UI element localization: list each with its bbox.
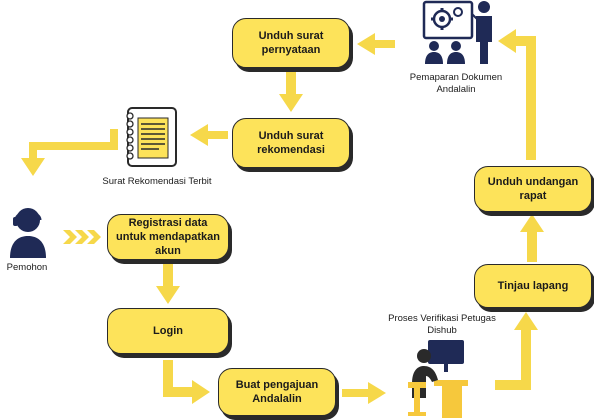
arrow-pemaparan-to-pernyataan xyxy=(357,33,395,55)
step-registrasi: Registrasi data untuk mendapatkan akun xyxy=(107,214,229,260)
document-icon xyxy=(126,107,177,167)
step-buat-pengajuan: Buat pengajuan Andalalin xyxy=(218,368,336,416)
arrow-tinjau-to-undangan xyxy=(520,214,544,262)
arrow-surat-to-pemohon xyxy=(21,129,118,176)
arrow-undangan-to-pemaparan xyxy=(498,29,536,160)
label-proses-verifikasi: Proses Verifikasi Petugas Dishub xyxy=(388,313,496,336)
chevrons-icon xyxy=(63,230,101,244)
worker-computer-icon xyxy=(408,340,468,418)
arrow-login-to-pengajuan xyxy=(163,360,210,404)
arrow-pernyataan-to-rekomendasi xyxy=(279,72,303,112)
step-tinjau-lapang: Tinjau lapang xyxy=(474,264,592,308)
arrow-registrasi-to-login xyxy=(156,262,180,304)
step-login: Login xyxy=(107,308,229,354)
step-unduh-surat-rekomendasi: Unduh surat rekomendasi xyxy=(232,118,350,168)
label-surat-rekomendasi-terbit: Surat Rekomendasi Terbit xyxy=(102,176,212,187)
arrow-rekomendasi-to-surat xyxy=(190,124,228,146)
arrow-verifikasi-to-tinjau xyxy=(495,312,538,390)
presentation-icon xyxy=(422,0,492,64)
step-unduh-surat-pernyataan: Unduh surat pernyataan xyxy=(232,18,350,68)
person-icon xyxy=(10,208,46,258)
arrow-pengajuan-to-verifikasi xyxy=(342,382,386,404)
step-unduh-undangan-rapat: Unduh undangan rapat xyxy=(474,166,592,212)
label-pemohon: Pemohon xyxy=(6,262,48,273)
label-pemaparan-dokumen: Pemaparan Dokumen Andalalin xyxy=(409,72,503,95)
